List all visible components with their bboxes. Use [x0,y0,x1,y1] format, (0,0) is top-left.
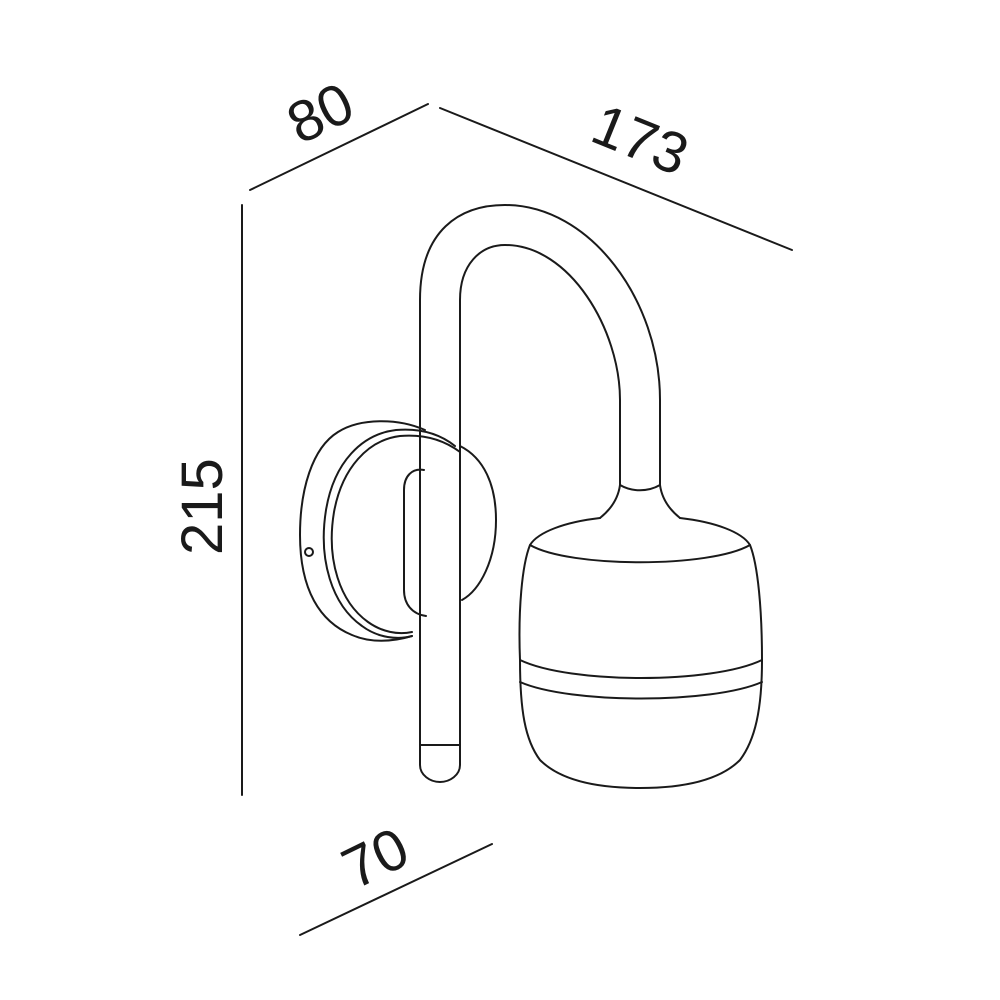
lamp-arm [419,204,661,783]
dimension-label-width-top: 173 [583,92,697,189]
dimension-label-height: 215 [170,458,235,555]
dimension-label-depth-top: 80 [277,70,363,157]
wall-mount-plate [299,420,497,642]
dimension-line-depth-top [249,103,429,191]
lamp-head [518,517,763,789]
dimension-line-width-top [439,107,793,251]
dimension-label-depth-bottom: 70 [332,815,418,902]
lamp-neck [599,484,681,519]
dimension-line-depth-bottom [299,843,493,936]
